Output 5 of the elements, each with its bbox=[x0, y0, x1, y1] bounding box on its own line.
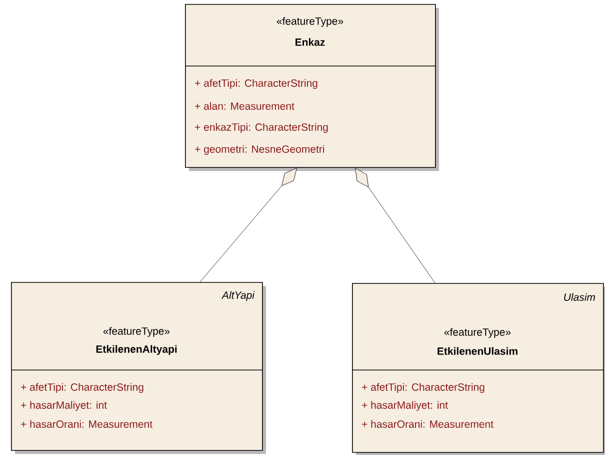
class-box: «featureType» Enkaz + afetTipi: CharacterString + alan: Measurement + enkazTipi: CharacterString + geometri: NesneGeometri bbox=[184, 4, 439, 171]
class-box: Ulasim «featureType» EtkilenenUlasim + afetTipi: CharacterString + hasarMaliyet: int + hasarOrani: Measurement bbox=[352, 283, 605, 455]
aggregation-line bbox=[200, 168, 297, 282]
class-box: AltYapi «featureType» EtkilenenAltyapi + afetTipi: CharacterString + hasarMaliyet: int + hasarOrani: Measurement bbox=[10, 282, 266, 454]
aggregation-line bbox=[355, 168, 436, 284]
